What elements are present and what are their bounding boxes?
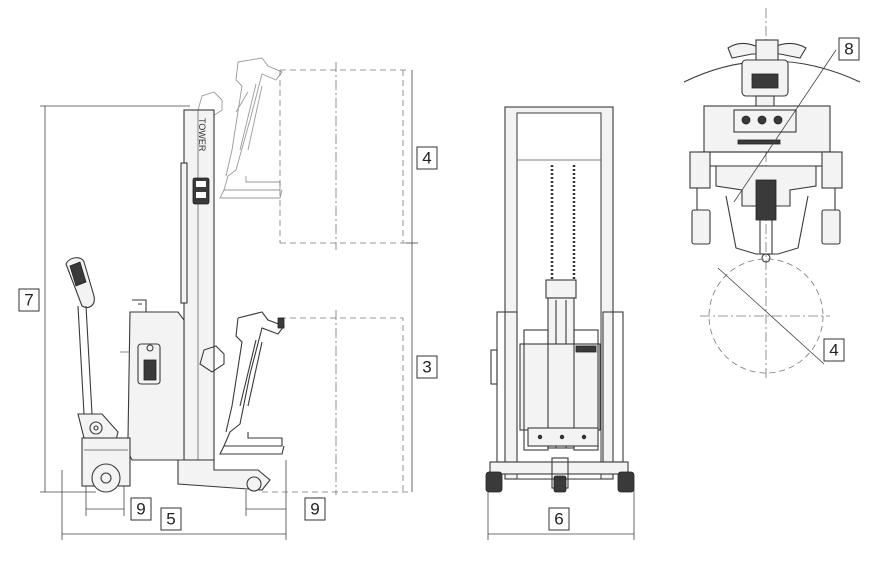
svg-text:9: 9 [136, 500, 145, 519]
label-lower-lift: 3 [416, 355, 438, 379]
svg-text:5: 5 [166, 510, 175, 529]
chassis-body [127, 311, 185, 461]
label-overall-height: 7 [18, 288, 40, 312]
svg-text:8: 8 [844, 40, 853, 59]
mast [183, 109, 215, 461]
svg-text:7: 7 [24, 291, 33, 310]
front-view [485, 106, 635, 493]
svg-text:4: 4 [829, 341, 838, 360]
top-dimensions [708, 49, 837, 374]
label-base-length: 5 [160, 507, 182, 531]
label-wheel-offset-left: 9 [130, 497, 152, 521]
svg-text:3: 3 [422, 358, 431, 377]
label-upper-lift: 4 [416, 146, 438, 170]
label-wheel-offset-right: 9 [304, 497, 326, 521]
front-dimensions [487, 490, 635, 540]
label-drum-diameter: 4 [823, 338, 845, 362]
tiller-handle [65, 257, 119, 441]
svg-text:4: 4 [422, 149, 431, 168]
clamp-arm-lower [199, 311, 285, 455]
top-chassis [703, 105, 831, 153]
drum-outline [708, 258, 824, 374]
side-dimensions [40, 70, 418, 540]
svg-text:9: 9 [310, 500, 319, 519]
label-top-reach: 8 [838, 37, 860, 61]
brand-logo: TOWER [197, 118, 207, 152]
top-view [683, 8, 861, 380]
label-base-width: 6 [548, 507, 570, 531]
side-view: TOWER [65, 57, 410, 495]
svg-text:6: 6 [554, 510, 563, 529]
drive-wheel [91, 463, 121, 493]
